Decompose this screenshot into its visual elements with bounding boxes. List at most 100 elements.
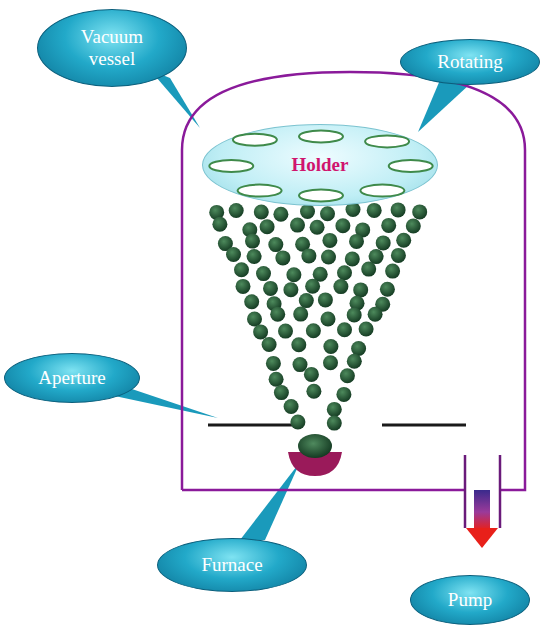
vapour-particle: [274, 385, 289, 400]
vapour-particle: [322, 233, 337, 248]
vapour-particle: [385, 264, 400, 279]
callout-tail: [240, 462, 300, 540]
vapour-particle: [353, 282, 368, 297]
callout-label: Furnace: [157, 538, 307, 592]
vapour-particle: [347, 354, 362, 369]
aperture-plate: [382, 424, 466, 427]
vapour-particle: [310, 220, 325, 235]
vapour-particle: [320, 206, 335, 221]
vapour-particle: [318, 292, 333, 307]
pump-pipe: [464, 455, 467, 528]
pump-flow-arrow: [474, 490, 490, 530]
vapour-particle: [263, 281, 278, 296]
vapour-particle: [345, 252, 360, 267]
callout-text: Vacuum vessel: [67, 26, 157, 70]
holder-label: Holder: [292, 154, 349, 176]
vapour-particle: [301, 248, 316, 263]
vapour-particle: [396, 233, 411, 248]
vapour-particle: [327, 402, 342, 417]
vapour-particle: [212, 217, 227, 232]
vapour-particle: [270, 307, 285, 322]
source-material: [298, 434, 332, 458]
vapour-particle: [284, 399, 299, 414]
callout-text: Pump: [448, 589, 492, 611]
vapour-particle: [304, 367, 319, 382]
vapour-particle: [321, 250, 336, 265]
vapour-particle: [253, 324, 268, 339]
vapour-particle: [340, 368, 355, 383]
vapour-particle: [269, 372, 284, 387]
vapour-particle: [273, 207, 288, 222]
vapour-particle: [349, 234, 364, 249]
callout-label: Rotating: [400, 39, 540, 85]
vapour-particle: [376, 235, 391, 250]
vapour-particle: [229, 203, 244, 218]
substrate: [209, 160, 253, 172]
vapour-particle: [245, 234, 260, 249]
substrate: [389, 160, 433, 172]
callout-text: Aperture: [38, 367, 106, 389]
substrate: [233, 134, 277, 146]
vapour-particle: [286, 267, 301, 282]
substrate-holder: Holder: [202, 124, 438, 206]
vapour-particle: [256, 266, 271, 281]
substrate: [238, 185, 282, 197]
vapour-particle: [300, 204, 315, 219]
vapour-particle: [336, 387, 351, 402]
vapour-particle: [293, 307, 308, 322]
vapour-particle: [275, 250, 290, 265]
vapour-particle: [347, 307, 362, 322]
vapour-particle: [278, 324, 293, 339]
vapour-particle: [333, 279, 348, 294]
vapour-particle: [244, 294, 259, 309]
vapour-particle: [368, 307, 383, 322]
vapour-particle: [323, 339, 338, 354]
vapour-particle: [306, 323, 321, 338]
vapour-particle: [327, 416, 342, 431]
substrate: [360, 185, 404, 197]
vapour-particle: [380, 282, 395, 297]
vapour-particle: [361, 262, 376, 277]
vapour-particle: [381, 218, 396, 233]
callout-label: Aperture: [4, 353, 140, 403]
vapour-particles: [209, 202, 427, 431]
vapour-particle: [266, 356, 281, 371]
vapour-particle: [254, 205, 269, 220]
vapour-particle: [323, 355, 338, 370]
vapour-particle: [337, 322, 352, 337]
vapour-particle: [391, 248, 406, 263]
vapour-particle: [406, 219, 421, 234]
vapour-particle: [412, 204, 427, 219]
vapour-particle: [226, 247, 241, 262]
vapour-particle: [391, 202, 406, 217]
vapour-particle: [337, 265, 352, 280]
vapour-particle: [305, 279, 320, 294]
vapour-particle: [299, 293, 314, 308]
vapour-particle: [247, 249, 262, 264]
vapour-particle: [236, 279, 251, 294]
vapour-particle: [262, 337, 277, 352]
vapour-particle: [306, 384, 321, 399]
vapour-particle: [321, 312, 336, 327]
callout-text: Furnace: [201, 554, 262, 576]
callout-label: Pump: [410, 575, 530, 625]
substrate: [365, 135, 409, 147]
vapour-particle: [369, 249, 384, 264]
vapour-particle: [260, 219, 275, 234]
vacuum-vessel-wall: [182, 72, 525, 490]
substrate: [299, 131, 343, 143]
callout-label: Vacuum vessel: [37, 9, 187, 87]
vapour-particle: [293, 357, 308, 372]
vapour-particle: [291, 337, 306, 352]
vapour-particle: [335, 218, 350, 233]
vapour-particle: [234, 262, 249, 277]
pump-pipe: [499, 455, 502, 528]
vapour-particle: [268, 237, 283, 252]
vapour-particle: [290, 415, 305, 430]
vapour-particle: [351, 341, 366, 356]
vapour-particle: [290, 218, 305, 233]
pump-flow-arrowhead: [466, 528, 498, 548]
vapour-particle: [283, 282, 298, 297]
vapour-particle: [359, 322, 374, 337]
